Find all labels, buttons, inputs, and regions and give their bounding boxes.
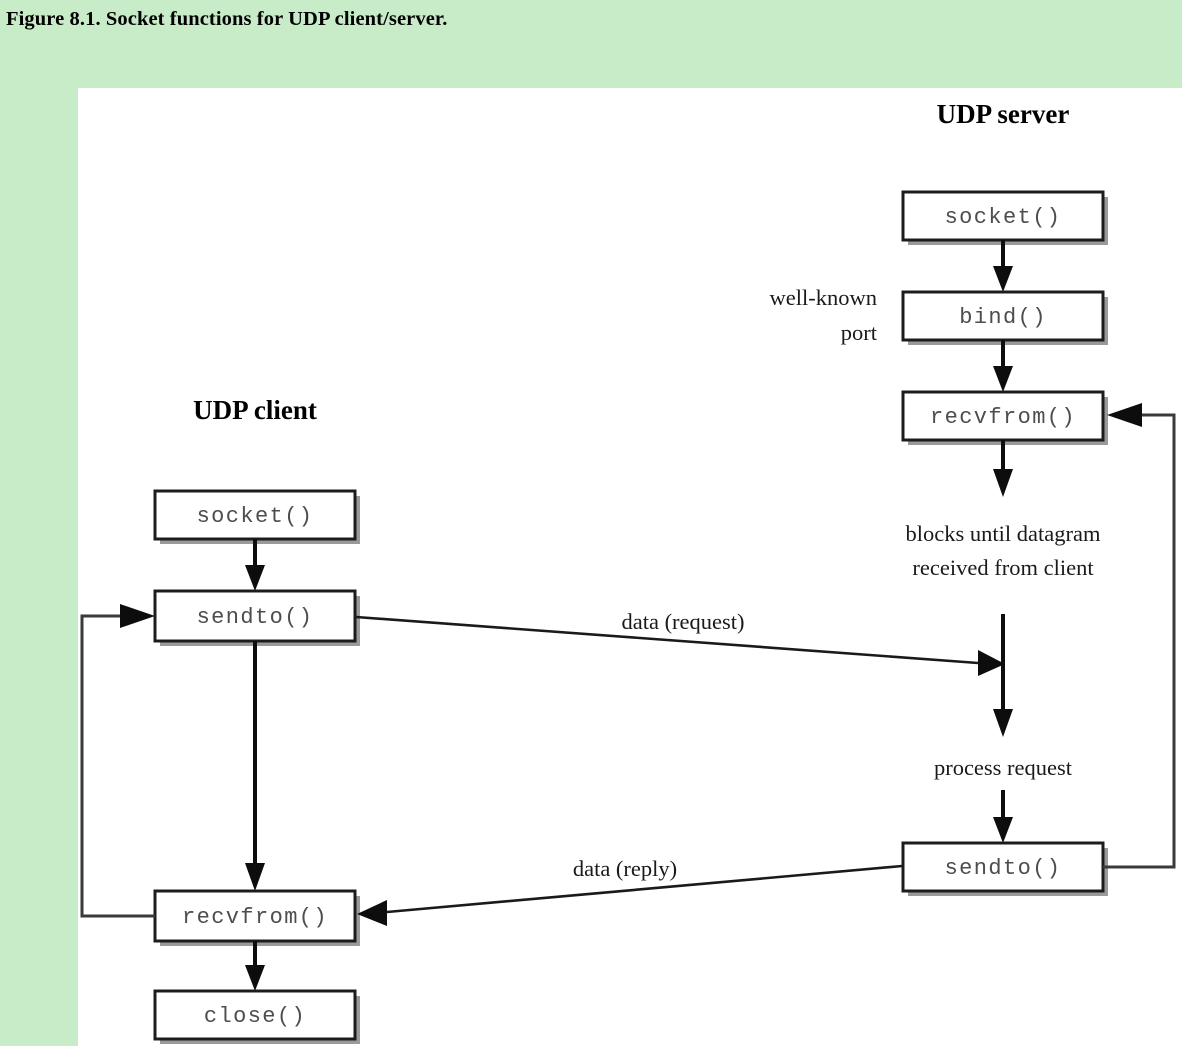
client-close-box[interactable]: close() <box>153 989 360 1044</box>
data-reply-arrow: data (reply) <box>357 856 903 926</box>
server-sendto-label: sendto() <box>945 856 1062 881</box>
client-sendto-to-recvfrom-arrow <box>245 641 265 891</box>
data-request-label: data (request) <box>621 609 744 634</box>
client-loop-path <box>80 604 155 918</box>
client-recvfrom-box[interactable]: recvfrom() <box>153 889 360 946</box>
client-socket-box[interactable]: socket() <box>153 489 360 544</box>
server-bind-to-recvfrom-arrow <box>993 340 1013 392</box>
figure-title: Figure 8.1. Socket functions for UDP cli… <box>6 8 448 30</box>
well-known-port-line2: port <box>841 320 878 345</box>
data-reply-label: data (reply) <box>573 856 677 881</box>
server-socket-box[interactable]: socket() <box>901 190 1108 245</box>
server-loop-path <box>1103 403 1176 869</box>
client-sendto-label: sendto() <box>197 605 314 630</box>
client-close-label: close() <box>204 1004 306 1029</box>
blocks-until-datagram-note: blocks until datagram received from clie… <box>906 521 1101 580</box>
server-recvfrom-box[interactable]: recvfrom() <box>901 390 1108 445</box>
data-request-arrow: data (request) <box>355 609 1005 676</box>
client-sendto-box[interactable]: sendto() <box>153 589 360 646</box>
client-column-heading: UDP client <box>193 395 317 425</box>
server-recvfrom-label: recvfrom() <box>930 405 1076 430</box>
blocks-note-line1: blocks until datagram <box>906 521 1101 546</box>
process-request-note: process request <box>934 755 1073 780</box>
left-margin-green-band <box>0 88 78 1046</box>
client-socket-label: socket() <box>197 504 314 529</box>
server-recvfrom-down-arrow <box>993 440 1013 497</box>
server-process-to-sendto-arrow <box>993 790 1013 843</box>
server-timeline-arrow <box>993 614 1013 737</box>
client-recvfrom-label: recvfrom() <box>182 905 328 930</box>
blocks-note-line2: received from client <box>912 555 1094 580</box>
server-socket-label: socket() <box>945 205 1062 230</box>
well-known-port-line1: well-known <box>770 285 877 310</box>
server-column-heading: UDP server <box>937 99 1070 129</box>
client-socket-to-sendto-arrow <box>245 539 265 591</box>
server-socket-to-bind-arrow <box>993 240 1013 292</box>
server-bind-label: bind() <box>959 305 1047 330</box>
header-green-band <box>0 0 1182 88</box>
server-sendto-box[interactable]: sendto() <box>901 841 1108 896</box>
well-known-port-note: well-known port <box>770 285 878 345</box>
server-bind-box[interactable]: bind() <box>901 290 1108 345</box>
client-recvfrom-to-close-arrow <box>245 941 265 991</box>
